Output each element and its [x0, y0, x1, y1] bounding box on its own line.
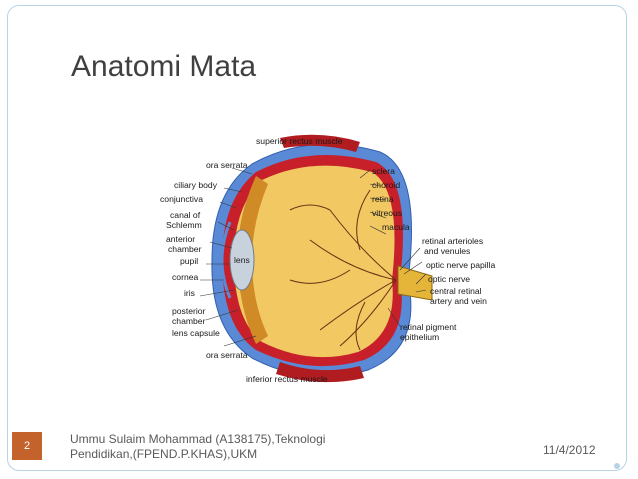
label-conjunctiva: conjunctiva: [160, 194, 203, 204]
label-iris: iris: [184, 288, 195, 298]
corner-decoration: [614, 463, 620, 469]
label-lens-capsule: lens capsule: [172, 328, 220, 338]
label-macula: macula: [382, 222, 410, 232]
label-cornea: cornea: [172, 272, 198, 282]
label-and-venules: and venules: [424, 246, 470, 256]
label-artery-and-vein: artery and vein: [430, 296, 487, 306]
leader-lines: [199, 167, 427, 347]
slide-date: 11/4/2012: [543, 443, 596, 457]
footer-line-1: Ummu Sulaim Mohammad (A138175),Teknologi: [70, 432, 326, 446]
label-anterior-chamber-1: anterior: [166, 234, 195, 244]
label-posterior-chamber-2: chamber: [172, 316, 206, 326]
label-optic-nerve-papilla: optic nerve papilla: [426, 260, 495, 270]
lens-shape: [229, 229, 255, 291]
label-retinal-arterioles: retinal arterioles: [422, 236, 483, 246]
label-ciliary-body: ciliary body: [174, 180, 218, 190]
label-retina: retina: [372, 194, 394, 204]
label-optic-nerve: optic nerve: [428, 274, 470, 284]
label-ora-serrata-top: ora serrata: [206, 160, 248, 170]
label-central-retinal: central retinal: [430, 286, 482, 296]
label-posterior-chamber-1: posterior: [172, 306, 206, 316]
label-superior-rectus-muscle: superior rectus muscle: [256, 136, 343, 146]
label-sclera: sclera: [372, 166, 395, 176]
retinal-vessels: [289, 189, 397, 351]
page-number-badge: 2: [12, 432, 42, 460]
page-number: 2: [23, 440, 31, 452]
label-anterior-chamber-2: chamber: [168, 244, 202, 254]
label-lens: lens: [234, 255, 250, 265]
eye-anatomy-illustration: superior rectus muscle ora serrata cilia…: [160, 134, 495, 384]
label-pupil: pupil: [180, 256, 198, 266]
label-choroid: choroid: [372, 180, 400, 190]
ciliary-body-shape: [237, 176, 268, 344]
inferior-rectus-muscle-shape: [276, 362, 364, 383]
label-inferior-rectus-muscle: inferior rectus muscle: [246, 374, 328, 384]
superior-rectus-muscle-shape: [280, 134, 360, 152]
label-canal-of-schlemm-1: canal of: [170, 210, 201, 220]
label-vitreous: vitreous: [372, 208, 402, 218]
footer-line-2: Pendidikan,(FPEND.P.KHAS),UKM: [70, 447, 258, 461]
slide-footer: Ummu Sulaim Mohammad (A138175),Teknologi…: [70, 432, 325, 462]
slide-frame: [7, 5, 627, 471]
label-epithelium: epithelium: [400, 332, 439, 342]
label-retinal-pigment: retinal pigment: [400, 322, 457, 332]
vitreous-shape: [234, 165, 395, 358]
optic-nerve-shape: [397, 265, 433, 301]
eye-anatomy-diagram: superior rectus muscle ora serrata cilia…: [160, 130, 530, 390]
slide-title: Anatomi Mata: [71, 50, 257, 83]
label-canal-of-schlemm-2: Schlemm: [166, 220, 202, 230]
label-ora-serrata-bottom: ora serrata: [206, 350, 248, 360]
